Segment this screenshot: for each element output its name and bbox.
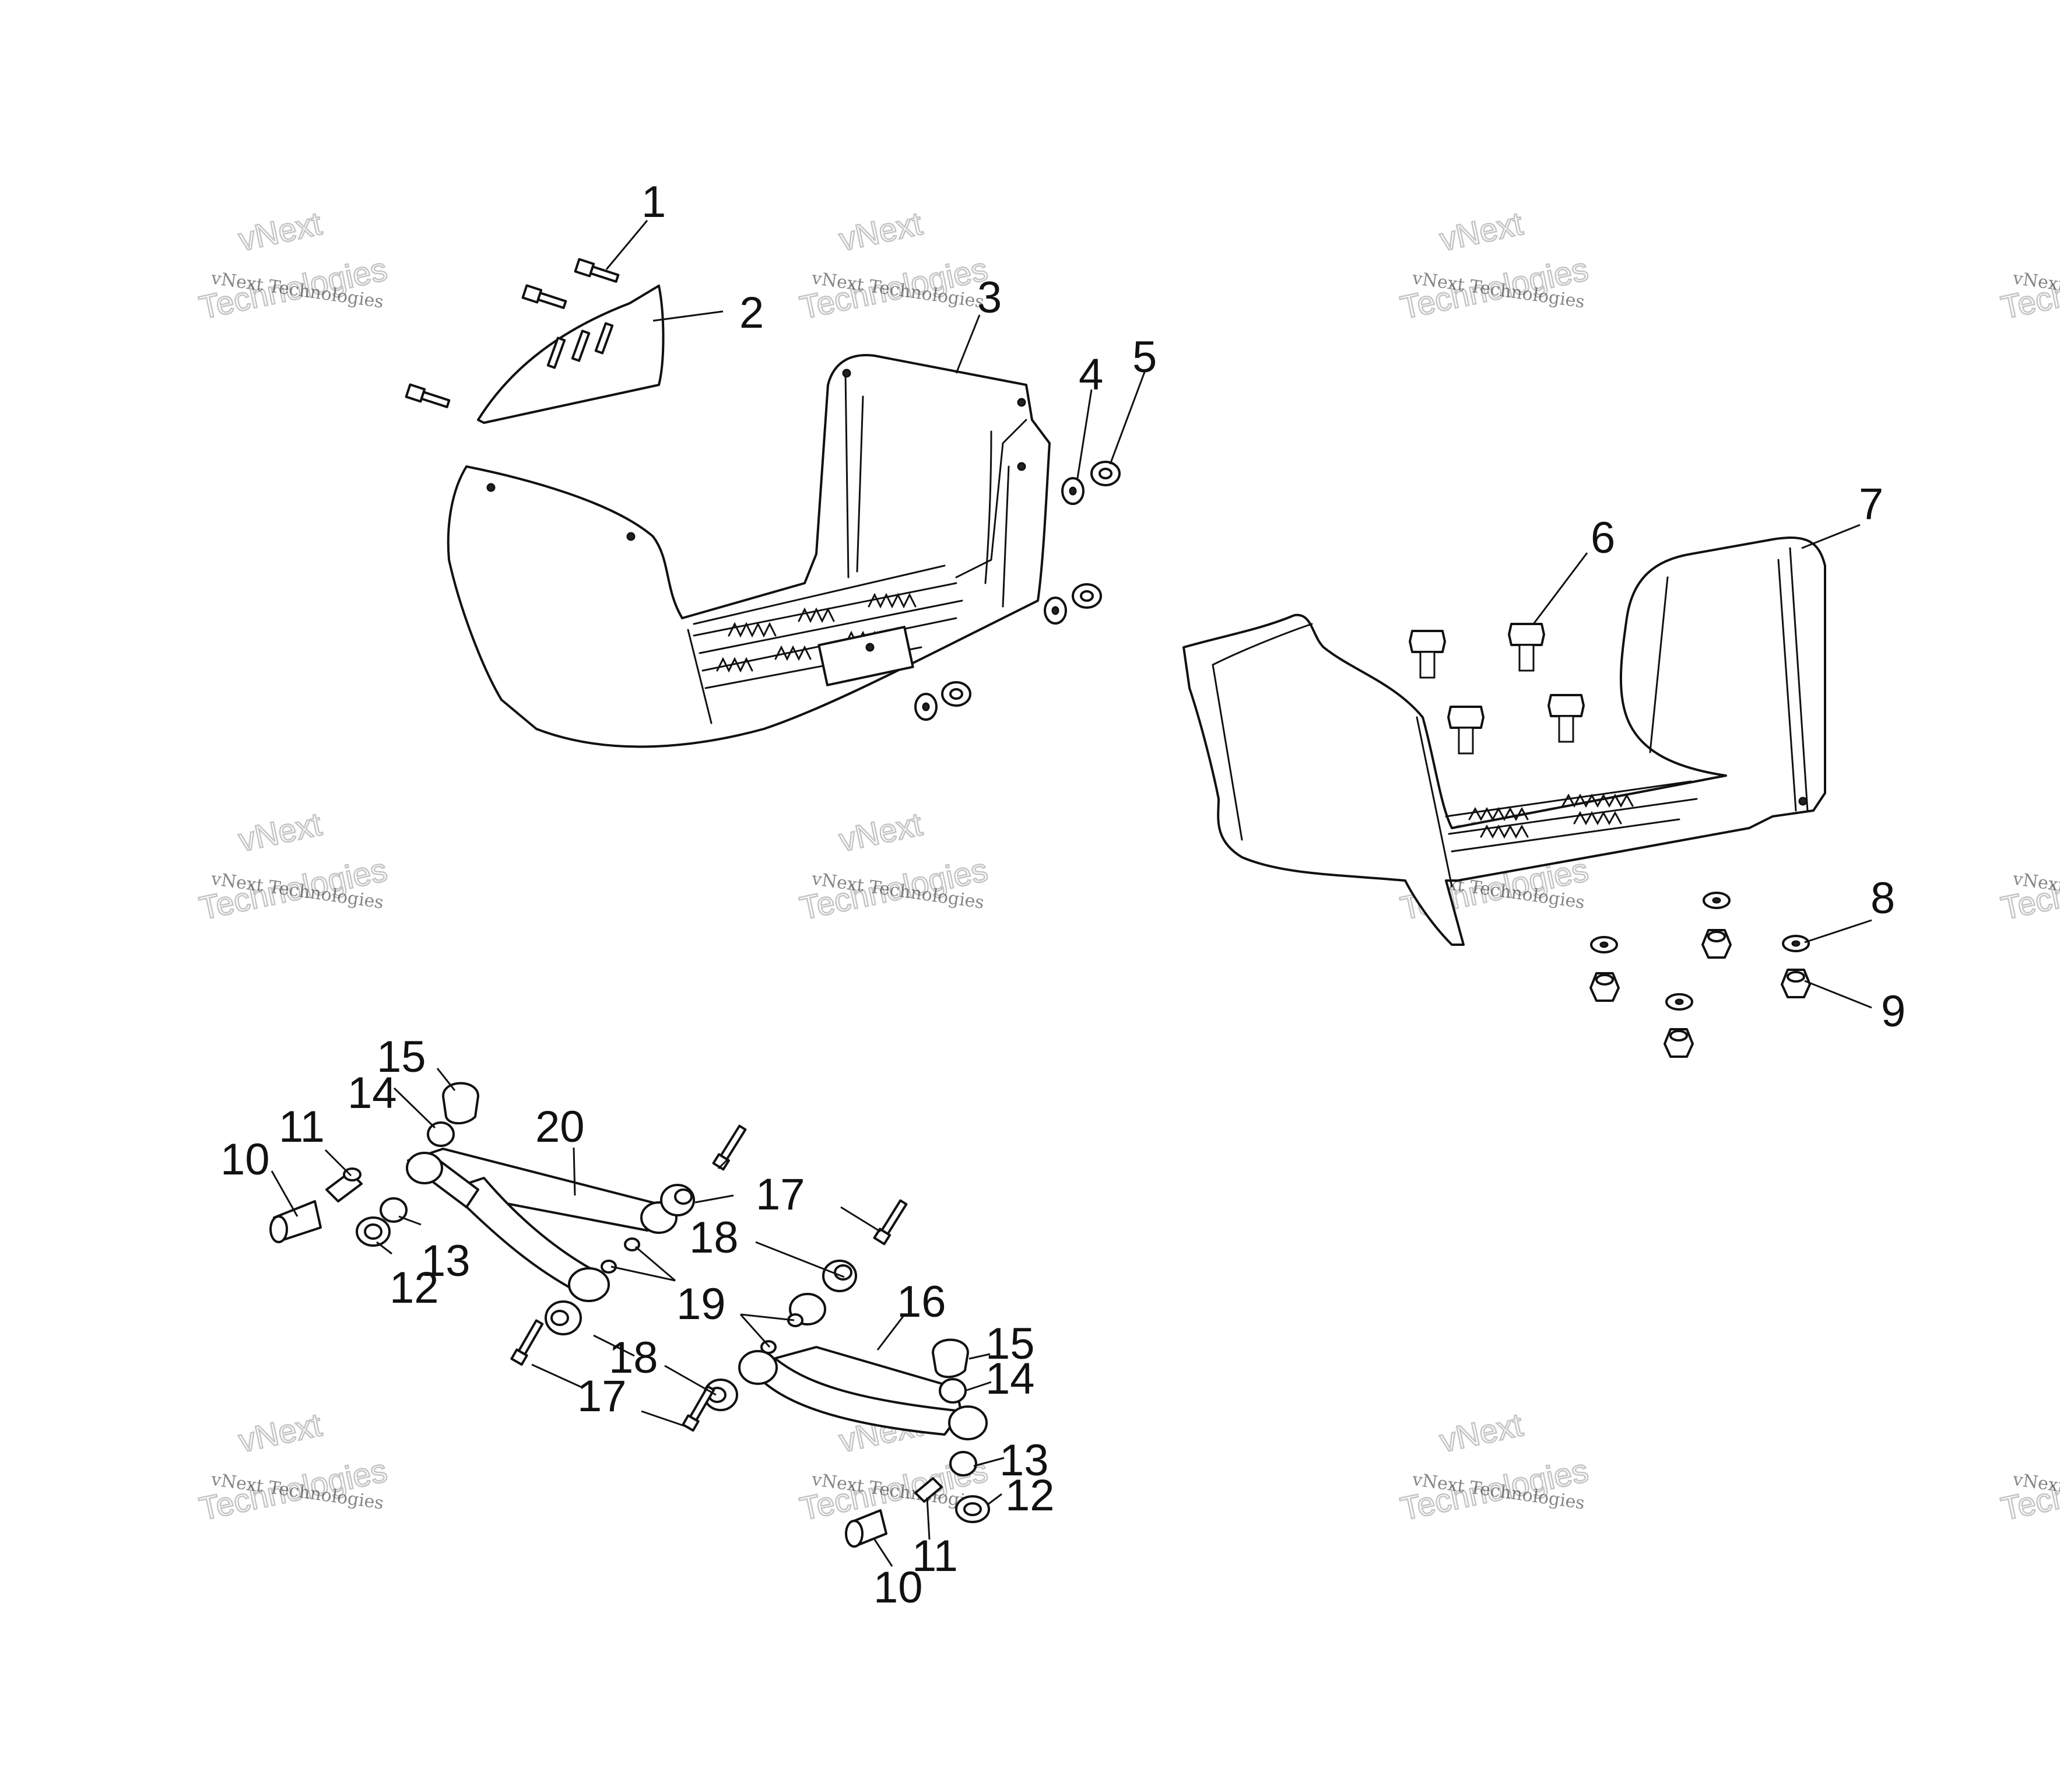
watermark: vNext Technologies vNext Technologies [1396,1405,1592,1528]
mount-hole [626,532,636,541]
callout-19: 19 [676,1279,726,1329]
pivot-bushing [948,1405,988,1440]
screw [574,258,620,283]
watermark: Technologies vNext Technologies [1997,250,2060,327]
watermark: Technologies vNext Technologies [1997,1451,2060,1528]
bolt [1547,694,1585,743]
lower-a-arm-assembly [738,1293,988,1440]
watermark-big-line1: vNext [836,205,926,258]
watermark: vNext Technologies vNext Technologies [796,204,991,327]
bolt [712,1124,747,1171]
cap [932,1338,969,1379]
callout-14: 14 [348,1068,397,1118]
callout-17: 17 [756,1170,805,1219]
callout-13: 13 [421,1236,471,1286]
mount-hole [865,643,875,652]
washers-nuts-left [914,461,1121,721]
callout-6: 6 [1591,513,1615,563]
bushing [545,1300,582,1335]
watermark-big-line1: vNext [236,805,325,858]
screw [521,284,567,309]
grease-fitting [914,1477,943,1503]
cap [442,1082,479,1125]
mount-hole [842,369,851,378]
bushing [939,1378,967,1404]
callout-2: 2 [739,288,764,338]
callout-16: 16 [897,1277,946,1327]
callout-9: 9 [1881,987,1905,1036]
callout-5: 5 [1132,332,1157,382]
leader-lines [271,220,1872,1567]
bolt [1447,706,1485,755]
callout-8: 8 [1871,874,1895,923]
right-footrest [1182,536,1826,946]
watermark: vNext Technologies vNext Technologies [1396,204,1592,327]
bolt [1508,623,1545,672]
callout-11-b: 11 [912,1531,958,1581]
lower-ball-joint-hardware [845,1338,990,1548]
heel-guard-plate [477,285,665,424]
bolt [510,1319,544,1366]
pivot-bushing [568,1267,610,1302]
bushing [660,1184,695,1216]
watermark-big-line1: vNext [836,805,926,858]
watermark-big-line1: vNext [236,205,325,258]
callout-4: 4 [1079,350,1103,399]
mount-hole [1017,398,1026,407]
bushing [427,1121,455,1147]
callout-20: 20 [535,1102,585,1152]
callout-18: 18 [689,1213,739,1263]
callout-15: 15 [377,1032,426,1082]
watermark-big-line1: vNext [1437,1406,1526,1459]
watermark: Technologies vNext Technologies [1997,850,2060,927]
watermark: vNext Technologies vNext Technologies [195,204,391,327]
right-footrest-assembly [1182,536,1826,946]
left-footrest-inner-edge [687,372,1027,724]
bolt [873,1199,908,1246]
right-footrest-grip [1445,780,1698,853]
right-footrest-inner-edge [1212,547,1809,888]
callouts: 1 2 3 4 5 6 7 8 9 10 11 12 13 14 15 16 1… [220,177,1905,1612]
mount-hole [1798,797,1808,806]
callout-10-b: 10 [873,1563,923,1612]
left-footrest-assembly [447,354,1051,748]
watermark-big-line1: vNext [236,1406,325,1459]
watermark: vNext Technologies vNext Technologies [796,805,991,928]
washers-nuts-right [1589,892,1811,1058]
screw [405,383,451,408]
watermark-big-line1: vNext [1437,205,1526,258]
left-footrest-grip [693,582,963,689]
callout-1: 1 [641,177,666,227]
watermark: vNext Technologies vNext Technologies [195,805,391,928]
callout-10: 10 [220,1135,270,1184]
callout-14-b: 14 [985,1354,1035,1404]
bushing [949,1451,977,1477]
pivot-bushing [738,1350,778,1385]
callout-17-b: 17 [577,1372,627,1421]
callout-18-b: 18 [609,1333,658,1383]
callout-15-b: 15 [985,1319,1035,1369]
watermark: vNext Technologies vNext Technologies [195,1405,391,1528]
bolt [1409,630,1446,679]
callout-13-b: 13 [999,1436,1049,1485]
mount-hole [1017,462,1026,471]
pivot-bushing [406,1152,443,1184]
callout-11: 11 [279,1102,325,1152]
mount-hole [486,483,496,492]
callout-12-b: 12 [1005,1471,1055,1520]
screws-1 [405,258,620,408]
left-footrest-rear-edge [984,430,1010,608]
washer [601,1260,617,1274]
callout-7: 7 [1859,479,1883,529]
callout-3: 3 [977,273,1002,322]
bushing [380,1197,408,1223]
watermarks: vNext Technologies vNext Technologies vN… [195,204,2060,1528]
callout-12: 12 [389,1263,439,1313]
bolts-6 [1409,623,1585,755]
